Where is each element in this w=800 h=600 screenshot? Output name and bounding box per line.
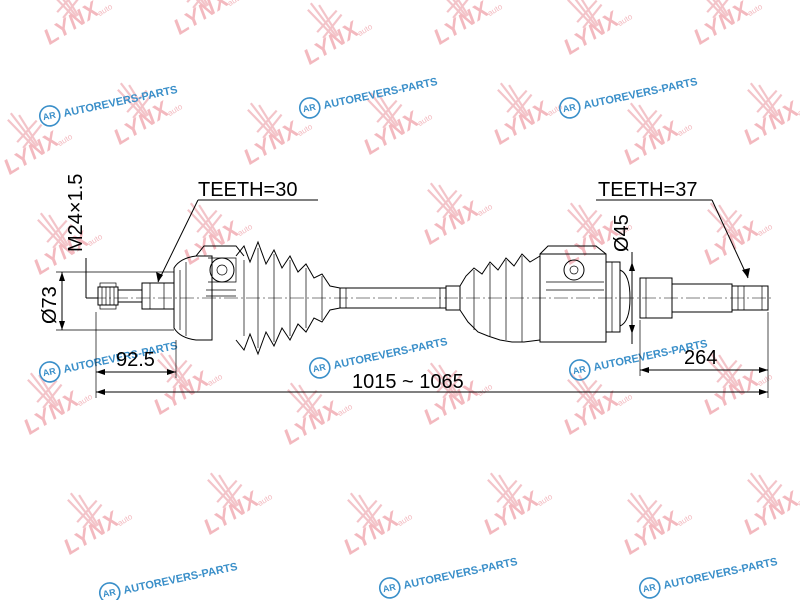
left-teeth-label: TEETH=30 [198,179,297,201]
svg-text:auto: auto [296,122,314,138]
svg-text:AR: AR [102,587,117,600]
svg-text:auto: auto [536,492,554,508]
svg-text:auto: auto [86,232,104,248]
svg-text:auto: auto [676,122,694,138]
svg-text:auto: auto [116,512,134,528]
dimension-lines [56,199,769,398]
svg-text:AUTOREVERS-PARTS: AUTOREVERS-PARTS [332,336,448,372]
svg-text:AR: AR [382,582,397,595]
svg-text:AR: AR [42,110,57,123]
svg-text:LYNX: LYNX [169,0,234,40]
svg-text:AR: AR [642,582,657,595]
svg-text:auto: auto [356,22,374,38]
svg-text:LYNX: LYNX [739,96,800,150]
right-boot [459,253,541,343]
left-length-label: 92.5 [116,349,155,371]
svg-text:AR: AR [42,366,57,379]
svg-text:LYNX: LYNX [39,0,104,50]
right-length-label: 264 [684,347,717,369]
svg-text:AUTOREVERS-PARTS: AUTOREVERS-PARTS [662,556,778,592]
total-length-label: 1015 ~ 1065 [352,371,464,393]
svg-text:AUTOREVERS-PARTS: AUTOREVERS-PARTS [122,561,238,597]
svg-text:auto: auto [796,492,800,508]
reseller-watermark: AR AUTOREVERS-PARTS [378,556,519,599]
svg-text:auto: auto [746,2,764,18]
svg-text:auto: auto [616,12,634,28]
svg-text:auto: auto [96,2,114,18]
left-cv-joint [173,245,245,341]
svg-text:auto: auto [166,102,184,118]
left-boot [235,240,341,356]
svg-text:LYNX: LYNX [429,0,494,50]
svg-text:auto: auto [756,372,774,388]
left-diameter-label: Ø73 [39,286,61,324]
svg-text:LYNX: LYNX [739,486,800,540]
reseller-watermark: AR AUTOREVERS-PARTS [638,556,779,599]
svg-text:auto: auto [396,512,414,528]
svg-text:AR: AR [302,102,317,115]
drive-shaft [92,240,772,356]
svg-text:auto: auto [56,132,74,148]
svg-text:auto: auto [796,102,800,118]
svg-text:auto: auto [476,202,494,218]
right-teeth-label: TEETH=37 [598,179,697,201]
svg-text:AR: AR [572,364,587,377]
svg-text:AUTOREVERS-PARTS: AUTOREVERS-PARTS [402,556,518,592]
svg-text:auto: auto [206,372,224,388]
dimension-labels: TEETH=30 TEETH=37 M24×1.5 Ø73 Ø45 92.5 2… [39,174,717,393]
reseller-watermark: AR AUTOREVERS-PARTS [98,561,239,600]
svg-text:auto: auto [756,222,774,238]
svg-text:auto: auto [256,492,274,508]
svg-text:AR: AR [562,102,577,115]
svg-text:auto: auto [76,392,94,408]
svg-text:AR: AR [312,362,327,375]
thread-label: M24×1.5 [65,174,87,252]
svg-text:auto: auto [336,402,354,418]
svg-text:auto: auto [676,512,694,528]
svg-text:auto: auto [236,222,254,238]
svg-text:auto: auto [616,392,634,408]
svg-text:auto: auto [476,382,494,398]
svg-text:auto: auto [486,2,504,18]
svg-text:auto: auto [226,0,244,8]
left-threaded-stub [97,282,175,310]
right-diameter-label: Ø45 [611,214,633,252]
svg-text:LYNX: LYNX [689,0,754,50]
svg-text:auto: auto [416,112,434,128]
